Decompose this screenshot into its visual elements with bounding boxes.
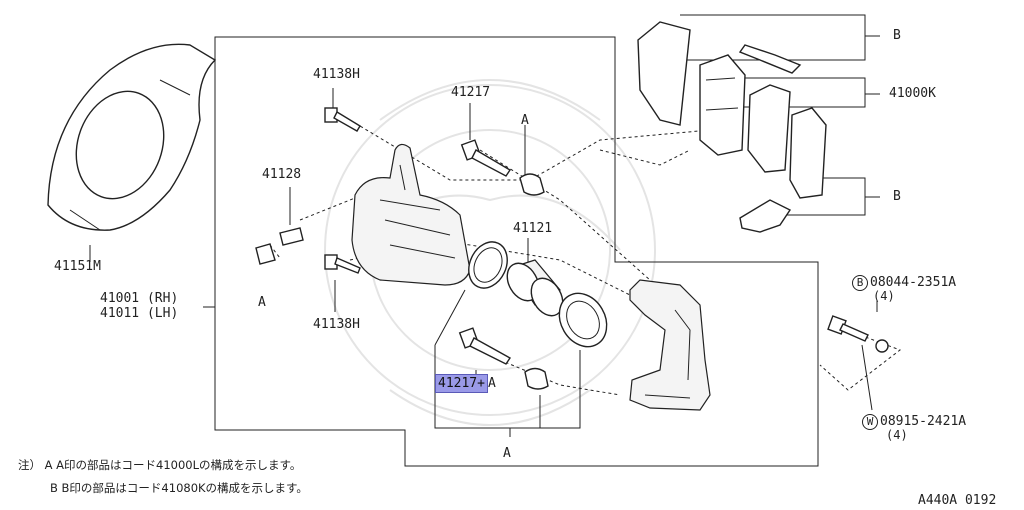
label-bolt-top: 41138H [313, 67, 360, 82]
note-line-1: 注） A A印の部品はコード41000Lの構成を示します。 [18, 458, 301, 472]
pad-clip-bottom [739, 199, 792, 233]
label-pad-kit: 41000K [889, 86, 936, 101]
pad-shim-inner [747, 84, 791, 173]
label-piston: 41121 [513, 221, 553, 236]
piston-seal [468, 241, 508, 289]
guide-pin-top [460, 139, 511, 177]
guide-pin-bottom [458, 327, 512, 365]
seal-kit-bracket [434, 289, 581, 437]
label-caliper-rh: 41001 (RH) [100, 291, 179, 306]
label-pin-bottom[interactable]: 41217+ [435, 374, 488, 393]
dust-boot [558, 292, 608, 348]
brake-pad-outer [699, 54, 746, 156]
mounting-bolt [827, 315, 869, 342]
caliper-bolt-bottom [324, 254, 361, 274]
note-text-1: A A印の部品はコード41000Lの構成を示します。 [44, 458, 302, 472]
note-prefix: 注） [18, 458, 41, 472]
assembly-lines [269, 119, 902, 396]
label-bolt-bottom: 41138H [313, 317, 360, 332]
footer-code: A440A 0192 [918, 493, 997, 508]
washer-mark-icon: W [862, 414, 878, 430]
pad-clip-top [738, 44, 802, 74]
label-ref-a2: A [258, 295, 266, 310]
pin-boot-bottom [524, 367, 549, 390]
leader-lines [89, 88, 878, 411]
splash-shield [47, 43, 217, 231]
caliper-body [351, 143, 471, 286]
pad-shim-outer [637, 21, 691, 126]
bleeder-screw [255, 227, 304, 265]
label-ref-a3: A [487, 376, 496, 391]
label-washer-qty: (4) [886, 428, 908, 442]
label-washer-code: 08915-2421A [880, 414, 967, 429]
watermark-emblem [324, 79, 656, 426]
label-splash-shield: 41151M [54, 259, 101, 274]
label-ref-b1: B [893, 28, 901, 43]
torque-member [629, 279, 711, 411]
label-pin-top: 41217 [451, 85, 491, 100]
caliper-frame [214, 36, 819, 467]
label-ref-a4: A [503, 446, 511, 461]
highlighted-part-label[interactable]: 41217+A [435, 374, 496, 393]
piston [506, 259, 564, 317]
label-caliper-lh: 41011 (LH) [100, 306, 179, 321]
note-line-2: B B印の部品はコード41080Kの構成を示します。 [50, 481, 308, 495]
label-bleeder: 41128 [262, 167, 302, 182]
bolt-mark-icon: B [852, 275, 868, 291]
label-ref-a1: A [521, 113, 529, 128]
brake-pad-inner [789, 107, 827, 199]
label-ref-b2: B [893, 189, 901, 204]
lock-washer [875, 339, 889, 353]
caliper-bolt-top [324, 107, 361, 132]
label-bolt-qty: (4) [873, 289, 895, 303]
pad-kit-brackets [655, 14, 880, 216]
label-bolt-code: 08044-2351A [870, 275, 957, 290]
pin-boot-top [519, 173, 545, 196]
